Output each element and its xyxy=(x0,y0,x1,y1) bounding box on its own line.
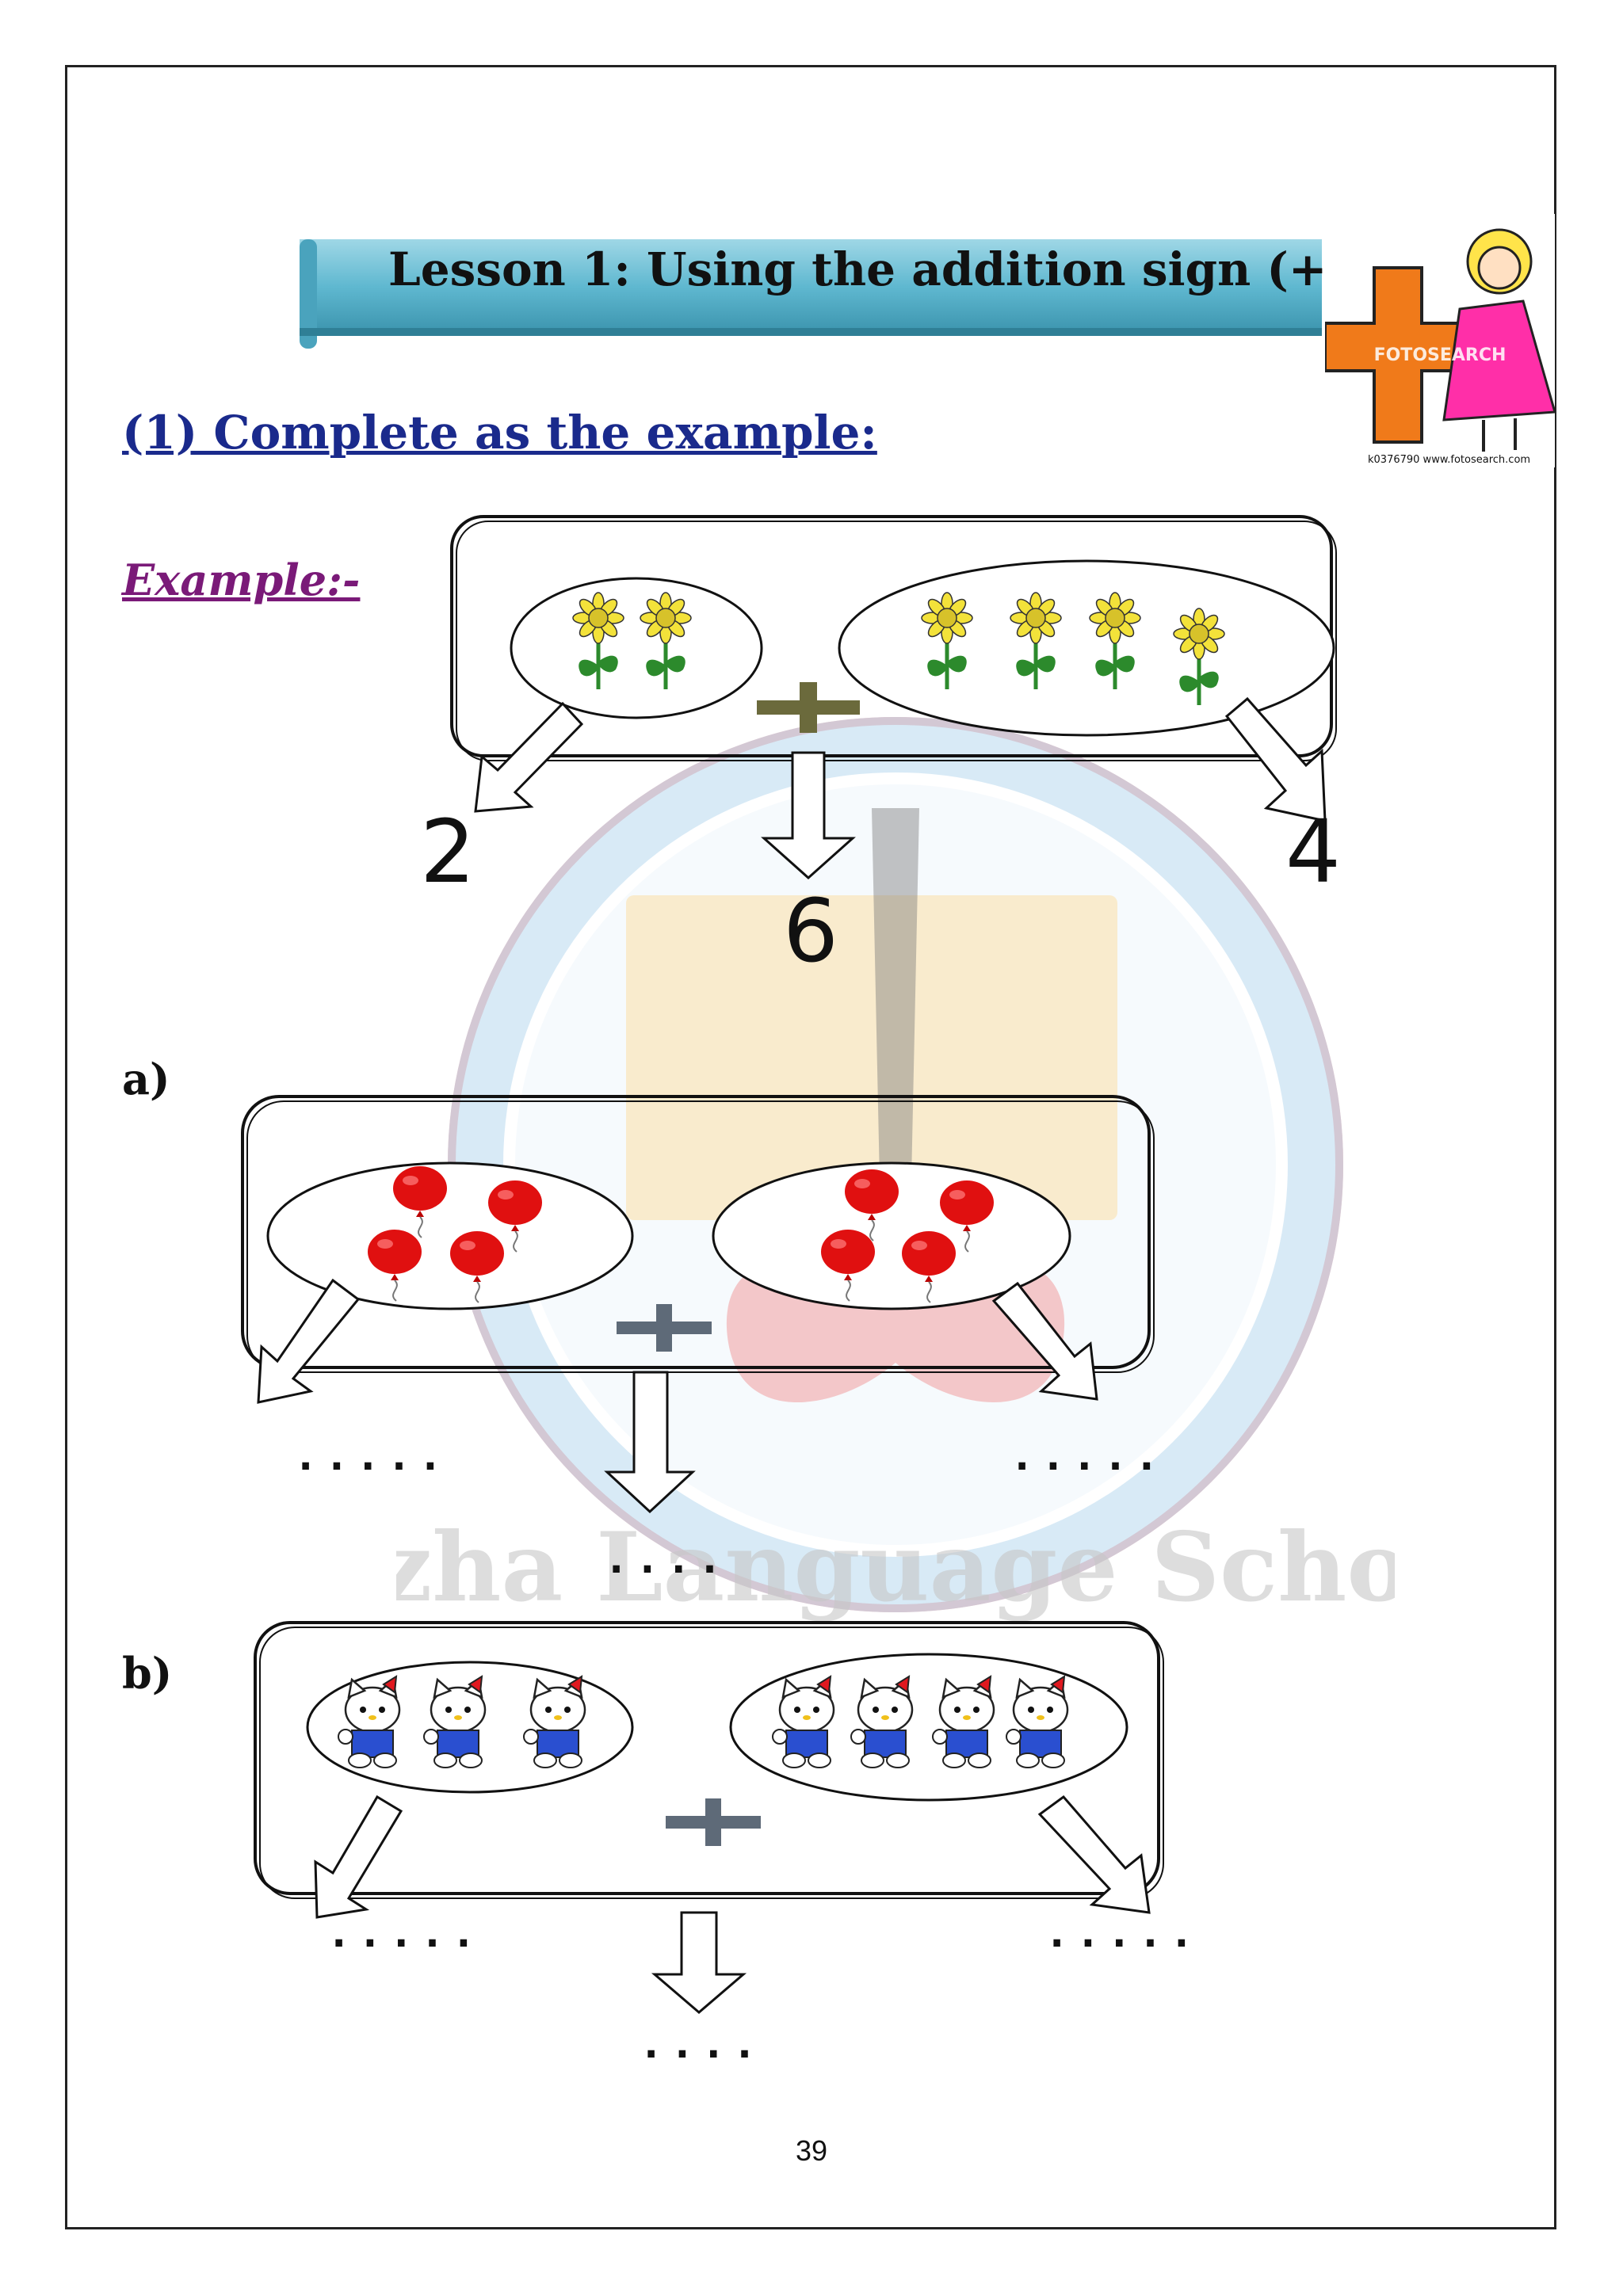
logo-brand: FOTOSEARCH xyxy=(1374,345,1507,365)
page-border xyxy=(65,65,1556,2229)
plus-girl-logo: FOTOSEARCH xyxy=(1325,214,1555,467)
example-right-count: 4 xyxy=(1285,801,1341,902)
question-b-right-blank[interactable]: ..... xyxy=(1044,1909,1201,1957)
question-b-left-blank[interactable]: ..... xyxy=(327,1909,483,1957)
question-b-label: b) xyxy=(122,1648,173,1699)
section-heading: (1) Complete as the example: xyxy=(122,406,877,460)
question-a-right-blank[interactable]: ..... xyxy=(1010,1432,1166,1480)
question-a-left-blank[interactable]: ..... xyxy=(293,1432,449,1480)
example-total: 6 xyxy=(783,880,838,982)
question-a-label: a) xyxy=(122,1054,170,1104)
lesson-title: Lesson 1: Using the addition sign (+) xyxy=(388,242,1349,296)
lesson-title-banner xyxy=(300,239,1322,349)
question-a-total-blank[interactable]: .... xyxy=(604,1535,729,1583)
logo-caption: k0376790 www.fotosearch.com xyxy=(1368,454,1531,466)
example-left-count: 2 xyxy=(420,801,475,902)
question-b-total-blank[interactable]: .... xyxy=(639,2020,764,2068)
example-label: Example:- xyxy=(122,555,361,605)
page-number: 39 xyxy=(795,2134,828,2167)
